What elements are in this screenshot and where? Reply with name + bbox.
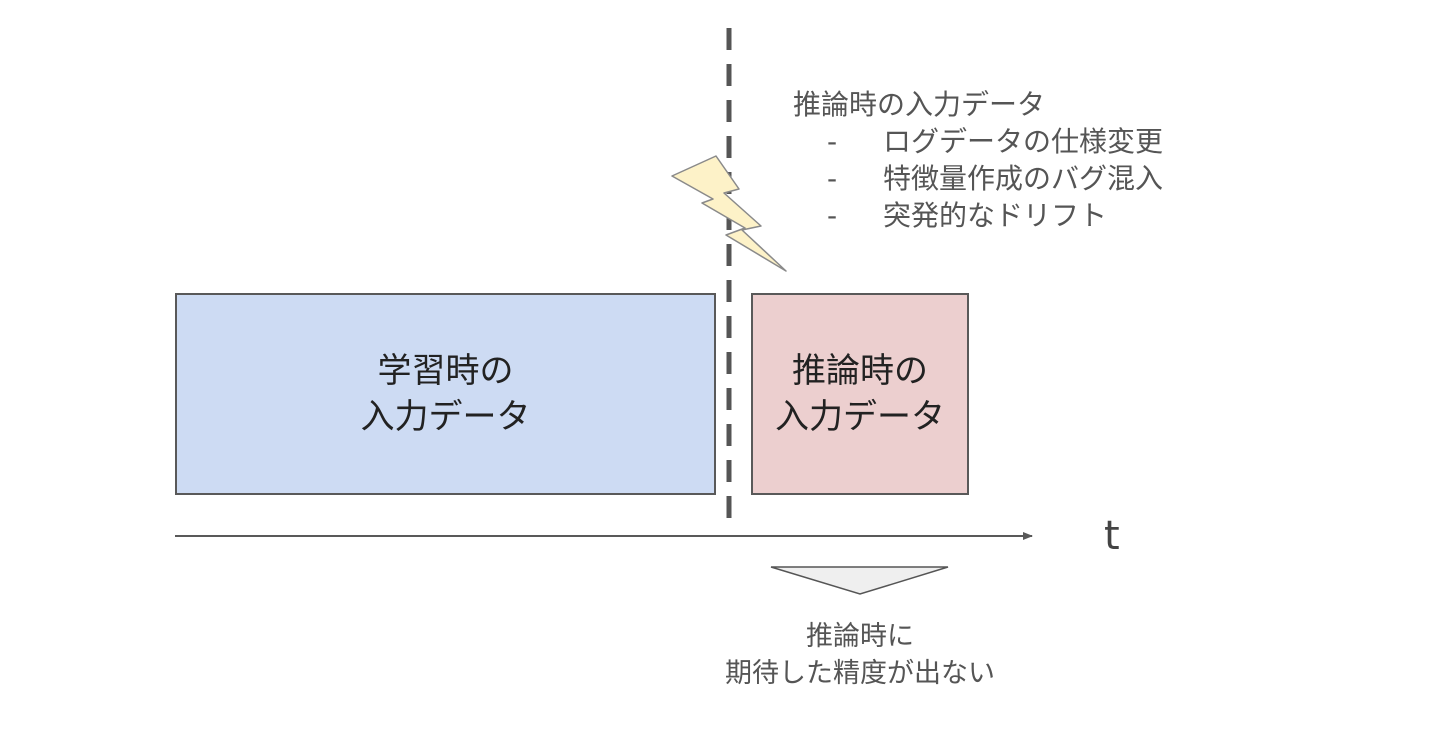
- training-data-label-line2: 入力データ: [360, 397, 531, 437]
- training-data-label-line1: 学習時の: [377, 351, 514, 391]
- inference-data-box: 推論時の 入力データ: [751, 293, 969, 495]
- downward-triangle-icon: [770, 566, 949, 595]
- lightning-bolt-icon: [671, 155, 787, 272]
- inference-data-label-line1: 推論時の: [792, 351, 928, 391]
- result-caption-line2: 期待した精度が出ない: [725, 658, 995, 689]
- result-caption-line1: 推論時に: [806, 621, 914, 652]
- note-bullet: -: [827, 162, 838, 195]
- note-bullet: -: [827, 125, 838, 158]
- note-bullet: -: [827, 199, 838, 232]
- time-axis-label: t: [1104, 513, 1120, 559]
- note-list-item: - ログデータの仕様変更: [793, 123, 1163, 160]
- note-list-item: - 特徴量作成のバグ混入: [793, 160, 1163, 197]
- training-data-box: 学習時の 入力データ: [175, 293, 716, 495]
- note-item-text: ログデータの仕様変更: [883, 125, 1164, 158]
- result-caption: 推論時に 期待した精度が出ない: [660, 618, 1060, 692]
- inference-data-label-line2: 入力データ: [775, 397, 945, 437]
- note-item-text: 突発的なドリフト: [883, 199, 1108, 232]
- note-title: 推論時の入力データ: [793, 88, 1046, 121]
- note-list-item: - 突発的なドリフト: [793, 197, 1163, 234]
- note-item-text: 特徴量作成のバグ混入: [883, 162, 1164, 195]
- inference-data-issue-note: 推論時の入力データ - ログデータの仕様変更 - 特徴量作成のバグ混入 - 突発…: [793, 86, 1163, 234]
